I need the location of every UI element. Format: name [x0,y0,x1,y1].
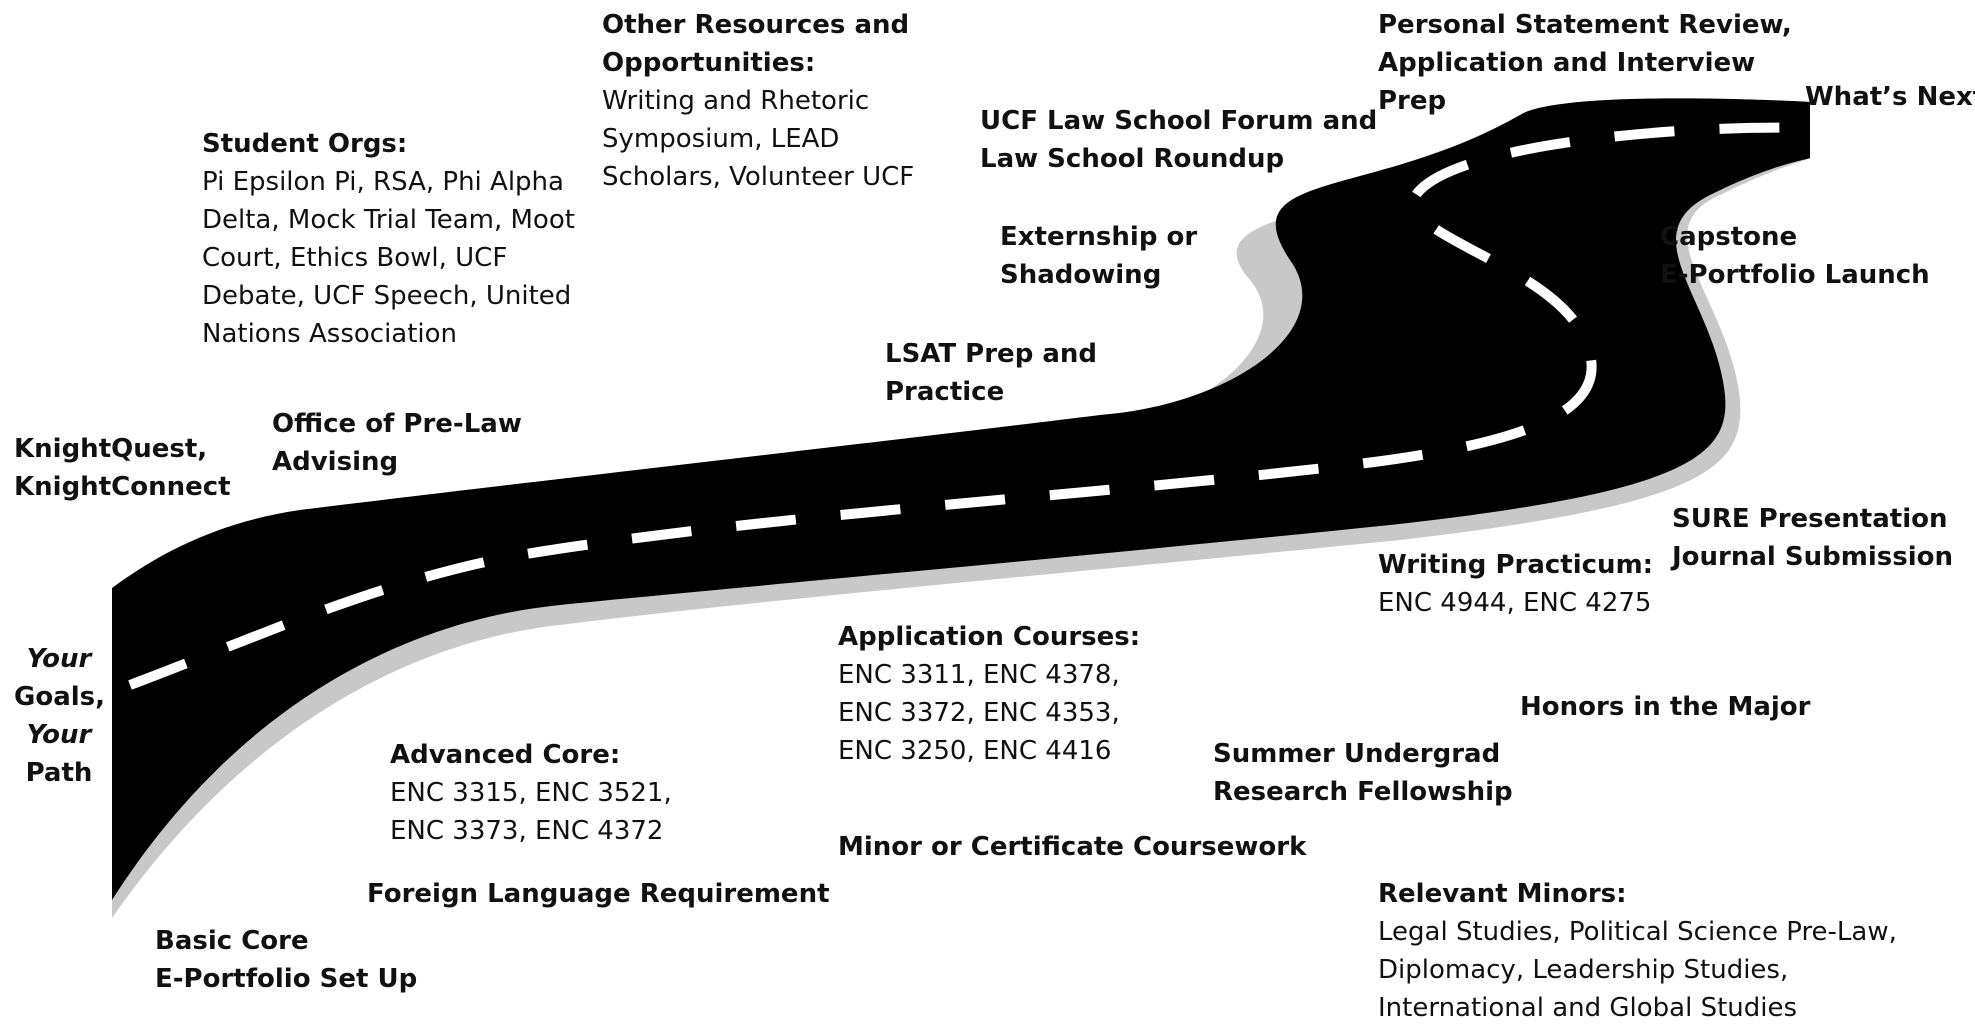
advanced-core-line-2: ENC 3373, ENC 4372 [390,816,664,846]
law-forum-line-1: UCF Law School Forum and [980,106,1378,136]
externship-line-1: Externship or [1000,222,1198,252]
summer-fellowship-line-1: Summer Undergrad [1213,739,1501,769]
lane-markings [128,122,1806,690]
relevant-minors-line-1: Legal Studies, Political Science Pre-Law… [1378,917,1897,947]
advanced-core-line-1: ENC 3315, ENC 3521, [390,778,672,808]
lsat-line-1: LSAT Prep and [885,339,1098,369]
personal-statement-label: Personal Statement Review, Application a… [1378,6,1792,120]
honors-text: Honors in the Major [1520,692,1811,722]
advanced-core-label: Advanced Core: ENC 3315, ENC 3521, ENC 3… [390,736,672,850]
capstone-line-2: E-Portfolio Launch [1660,260,1930,290]
honors-label: Honors in the Major [1520,688,1810,726]
writing-practicum-heading: Writing Practicum: [1378,550,1654,580]
law-forum-label: UCF Law School Forum and Law School Roun… [980,102,1377,178]
application-courses-line-2: ENC 3372, ENC 4353, [838,698,1120,728]
sure-line-2: Journal Submission [1672,542,1953,572]
relevant-minors-heading: Relevant Minors: [1378,879,1627,909]
start-goals: Goals, [14,682,106,712]
personal-statement-line-1: Personal Statement Review, [1378,10,1792,40]
sure-label: SURE Presentation Journal Submission [1672,500,1953,576]
externship-line-2: Shadowing [1000,260,1162,290]
basic-core-label: Basic Core E-Portfolio Set Up [155,922,417,998]
knightquest-line-1: KnightQuest, [14,434,208,464]
capstone-label: Capstone E-Portfolio Launch [1660,218,1930,294]
personal-statement-line-2: Application and Interview [1378,48,1756,78]
student-orgs-line-4: Debate, UCF Speech, United [202,281,572,311]
application-courses-label: Application Courses: ENC 3311, ENC 4378,… [838,618,1140,770]
personal-statement-line-3: Prep [1378,86,1447,116]
your-goals-your-path: Your Goals, Your Path [14,640,106,792]
knightquest-line-2: KnightConnect [14,472,231,502]
lsat-line-2: Practice [885,377,1005,407]
other-resources-heading-2: Opportunities: [602,48,816,78]
other-resources-line-3: Scholars, Volunteer UCF [602,162,915,192]
minor-coursework-text: Minor or Certificate Coursework [838,832,1307,862]
relevant-minors-line-2: Diplomacy, Leadership Studies, [1378,955,1789,985]
prelaw-line-1: Office of Pre-Law [272,409,522,439]
lsat-label: LSAT Prep and Practice [885,335,1097,411]
application-courses-heading: Application Courses: [838,622,1141,652]
application-courses-line-1: ENC 3311, ENC 4378, [838,660,1120,690]
prelaw-line-2: Advising [272,447,399,477]
application-courses-line-3: ENC 3250, ENC 4416 [838,736,1112,766]
other-resources-line-1: Writing and Rhetoric [602,86,870,116]
law-forum-line-2: Law School Roundup [980,144,1285,174]
other-resources-label: Other Resources and Opportunities: Writi… [602,6,914,196]
basic-core-line-1: Basic Core [155,926,309,956]
start-your-2: Your [26,720,92,750]
relevant-minors-label: Relevant Minors: Legal Studies, Politica… [1378,875,1897,1027]
writing-practicum-line-1: ENC 4944, ENC 4275 [1378,588,1652,618]
start-your-1: Your [26,644,92,674]
advanced-core-heading: Advanced Core: [390,740,621,770]
capstone-line-1: Capstone [1660,222,1798,252]
summer-fellowship-label: Summer Undergrad Research Fellowship [1213,735,1513,811]
basic-core-line-2: E-Portfolio Set Up [155,964,418,994]
student-orgs-line-2: Delta, Mock Trial Team, Moot [202,205,575,235]
prelaw-advising-label: Office of Pre-Law Advising [272,405,522,481]
foreign-language-text: Foreign Language Requirement [367,879,830,909]
whats-next-text: What’s Next [1805,82,1975,112]
externship-label: Externship or Shadowing [1000,218,1197,294]
whats-next-label: What’s Next [1805,78,1975,116]
student-orgs-line-3: Court, Ethics Bowl, UCF [202,243,508,273]
student-orgs-heading: Student Orgs: [202,129,408,159]
knightquest-label: KnightQuest, KnightConnect [14,430,231,506]
sure-line-1: SURE Presentation [1672,504,1948,534]
student-orgs-line-1: Pi Epsilon Pi, RSA, Phi Alpha [202,167,564,197]
writing-practicum-label: Writing Practicum: ENC 4944, ENC 4275 [1378,546,1653,622]
student-orgs-label: Student Orgs: Pi Epsilon Pi, RSA, Phi Al… [202,125,575,353]
student-orgs-line-5: Nations Association [202,319,458,349]
foreign-language-label: Foreign Language Requirement [367,875,830,913]
summer-fellowship-line-2: Research Fellowship [1213,777,1513,807]
relevant-minors-line-3: International and Global Studies [1378,993,1798,1023]
other-resources-line-2: Symposium, LEAD [602,124,840,154]
start-path: Path [25,758,93,788]
other-resources-heading-1: Other Resources and [602,10,910,40]
minor-coursework-label: Minor or Certificate Coursework [838,828,1306,866]
